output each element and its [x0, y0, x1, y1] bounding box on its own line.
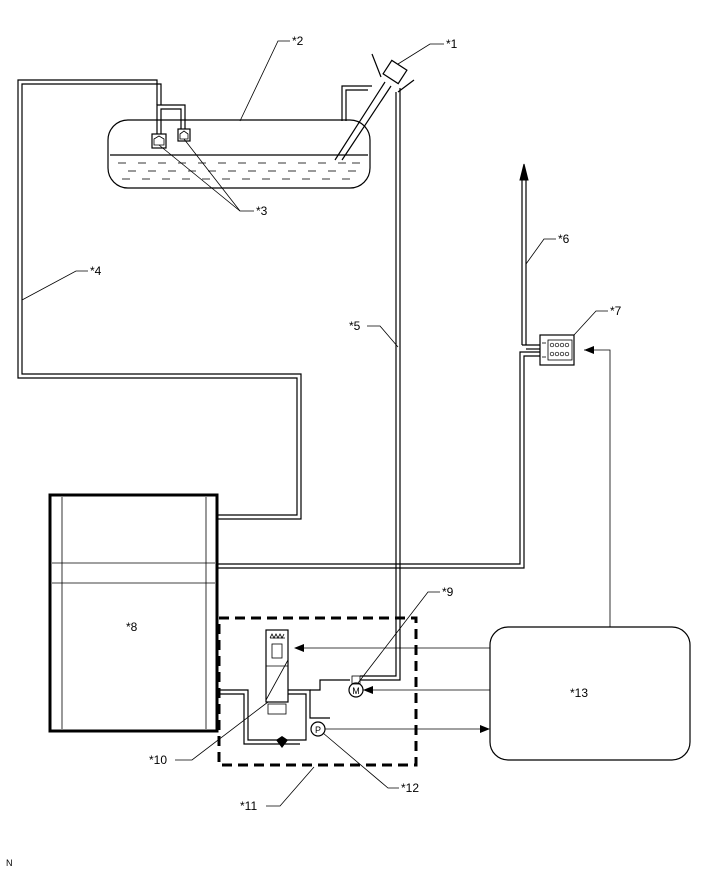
canister-pump-module [217, 616, 418, 767]
footer-code: N [6, 858, 13, 868]
cutoff-valve-right [177, 128, 191, 142]
callout-4: *4 [90, 264, 102, 278]
motor-symbol: M [352, 686, 360, 696]
callout-9: *9 [442, 585, 454, 599]
callout-6: *6 [558, 232, 570, 246]
purge-vsv [539, 334, 575, 366]
fuel-cap [382, 59, 408, 85]
ecm [489, 626, 691, 761]
callout-12: *12 [401, 781, 419, 795]
callout-2: *2 [292, 34, 304, 48]
callout-8: *8 [126, 620, 138, 634]
callout-11: *11 [240, 799, 257, 813]
fuel-tank [107, 104, 371, 189]
pump-symbol: P [315, 725, 321, 735]
canister [48, 493, 219, 733]
callout-10: *10 [149, 753, 167, 767]
callout-3: *3 [256, 204, 268, 218]
fuel-supply-line [360, 88, 401, 681]
callout-7: *7 [610, 304, 622, 318]
callout-13: *13 [570, 686, 588, 700]
leader-lines [21, 40, 608, 807]
vapor-line [17, 79, 302, 520]
callout-1: *1 [446, 37, 458, 51]
purge-line [218, 163, 540, 569]
filler-pipe [334, 53, 415, 161]
fuel-level-hatching [118, 162, 360, 180]
cutoff-valve-left [151, 133, 167, 149]
callout-5: *5 [349, 319, 361, 333]
